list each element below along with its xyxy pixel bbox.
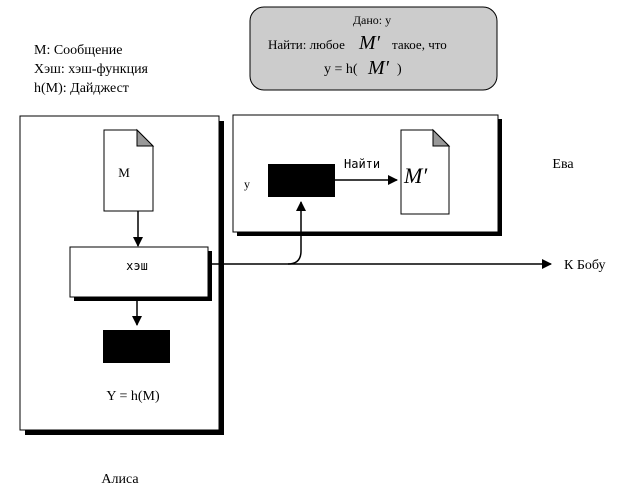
legend-digest: h(M): Дайджест xyxy=(34,81,129,96)
digest-equation: Y = h(M) xyxy=(106,389,160,404)
legend-hash-function: Хэш: хэш-функция xyxy=(34,62,149,77)
legend-message: M: Сообщение xyxy=(34,43,123,58)
problem-callout: Дано: y Найти: любое M′ такое, что y = h… xyxy=(249,6,498,91)
hash-box xyxy=(69,246,209,298)
to-bob-label: К Бобу xyxy=(564,258,605,273)
equation-variable: M′ xyxy=(367,57,390,79)
find-variable: M′ xyxy=(358,32,381,54)
forged-message-label: M′ xyxy=(403,163,428,188)
legend: M: Сообщение Хэш: хэш-функция h(M): Дайд… xyxy=(34,43,149,96)
hash-label: хэш xyxy=(126,259,148,273)
eve-name: Ева xyxy=(552,157,574,172)
alice-name: Алиса xyxy=(101,472,139,487)
find-suffix-text: такое, что xyxy=(392,37,447,52)
eve-y-label: y xyxy=(244,177,250,191)
message-document-icon xyxy=(103,128,155,212)
find-prefix-text: Найти: любое xyxy=(268,37,345,52)
alice-panel: M хэш Y = h(M) xyxy=(19,115,224,435)
digest-block xyxy=(103,330,170,363)
eve-digest-block xyxy=(268,164,335,197)
find-label: Найти xyxy=(344,157,380,171)
eve-panel: y Найти M′ xyxy=(232,114,502,236)
equation-prefix: y = h( xyxy=(324,62,358,77)
forged-document-icon xyxy=(400,128,451,215)
equation-suffix: ) xyxy=(397,62,402,77)
message-label: M xyxy=(118,165,130,180)
given-text: Дано: y xyxy=(353,13,391,27)
